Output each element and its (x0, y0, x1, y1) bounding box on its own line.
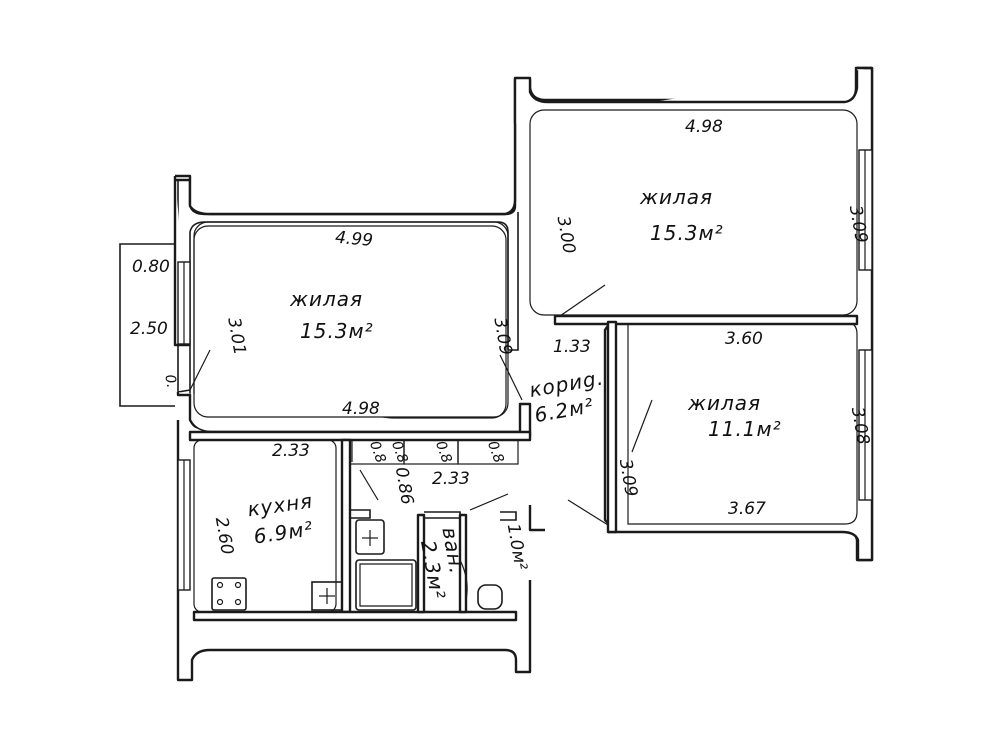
dim-closet-3: 0.8 (432, 439, 455, 465)
room-area-living-left: 15.3м² (300, 319, 374, 343)
doors (189, 284, 653, 601)
dim-top-right-top: 4.98 (685, 117, 723, 137)
dim-left-room-top: 4.99 (334, 228, 373, 251)
dim-closet-2: 0.8 (388, 439, 411, 465)
dim-balcony-gap: 0. (161, 373, 179, 389)
dim-closet-1: 0.8 (366, 439, 389, 465)
dim-bottom-right-bottom: 3.67 (728, 499, 766, 519)
kitchen-appliances (211, 577, 343, 611)
closets (349, 439, 519, 465)
room-name-living-right-top: жилая (639, 185, 713, 209)
dim-closet-4: 0.8 (484, 439, 507, 465)
room-area-living-right-bottom: 11.1м² (708, 417, 782, 441)
dim-balcony-length: 2.50 (130, 319, 168, 339)
windows (177, 149, 873, 591)
room-name-living-left: жилая (289, 287, 363, 311)
dim-bottom-right-top: 3.60 (725, 329, 763, 349)
room-name-wc: 1.0м² (503, 522, 531, 572)
dim-left-room-bottom: 4.98 (342, 399, 380, 419)
dim-balcony-width: 0.80 (132, 257, 170, 277)
room-area-living-right-top: 15.3м² (650, 221, 724, 245)
dim-kitchen-top: 2.33 (272, 441, 310, 461)
bathroom-fixtures (355, 519, 503, 611)
dim-left-room-right: 3.09 (489, 316, 515, 357)
dim-left-room-left: 3.01 (223, 316, 249, 357)
dim-top-right-corner: 1.33 (553, 337, 591, 357)
partitions (188, 314, 859, 622)
balcony (119, 243, 175, 407)
dim-closet: 0.86 (391, 465, 417, 506)
room-name-living-right-bottom: жилая (687, 391, 761, 415)
dim-closet-width: 2.33 (432, 469, 470, 489)
